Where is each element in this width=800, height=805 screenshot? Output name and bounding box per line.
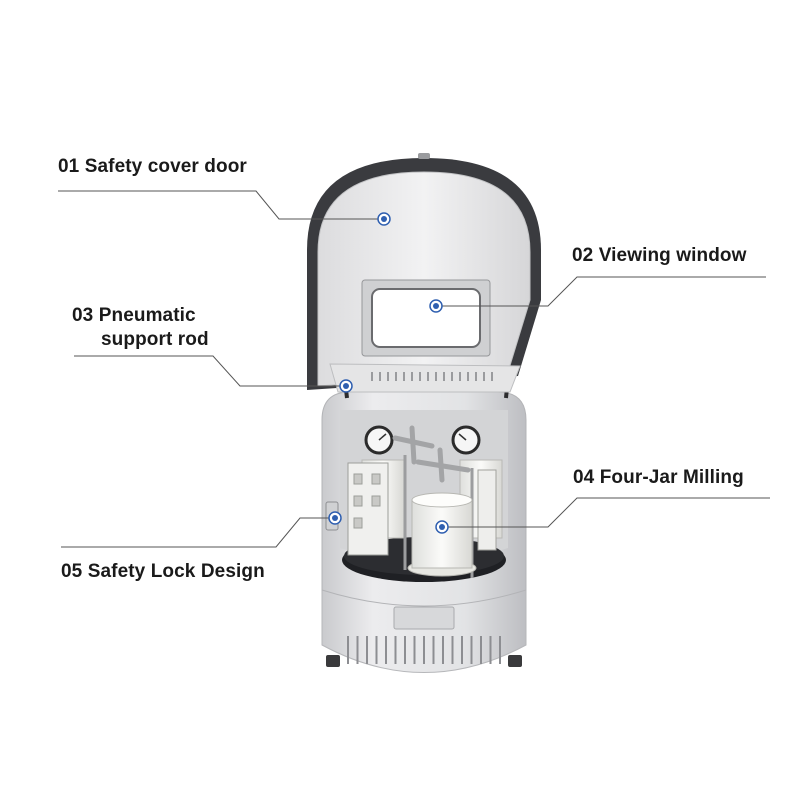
leader-lines <box>58 190 770 548</box>
clamp-handles <box>392 425 471 483</box>
leader-04 <box>442 497 770 528</box>
label-safety-lock-design: 05 Safety Lock Design <box>61 561 265 582</box>
jar-clamp-right <box>477 469 497 551</box>
pressure-gauge-right <box>451 425 481 455</box>
cover-vents <box>371 372 493 381</box>
pressure-gauge-left <box>364 425 394 455</box>
label-safety-cover-door: 01 Safety cover door <box>58 156 247 177</box>
label-viewing-window: 02 Viewing window <box>572 245 747 266</box>
label-pneumatic-line2: support rod <box>101 329 209 350</box>
callout-markers <box>328 212 449 534</box>
viewing-window <box>371 288 481 348</box>
leader-02 <box>436 276 766 307</box>
leader-05 <box>61 517 335 548</box>
foot-left <box>326 655 340 667</box>
label-four-jar-milling: 04 Four-Jar Milling <box>573 467 744 488</box>
foot-right <box>508 655 522 667</box>
control-plate <box>393 606 455 630</box>
label-pneumatic-line1: 03 Pneumatic <box>72 305 196 326</box>
front-jar-lid <box>411 492 473 508</box>
cover-knob <box>418 153 430 159</box>
jar-clamp-left <box>347 462 389 556</box>
front-jar <box>411 499 473 569</box>
leader-03 <box>74 355 346 387</box>
base-vents <box>347 636 501 664</box>
leader-01 <box>58 190 384 220</box>
cover-lip <box>329 363 521 393</box>
